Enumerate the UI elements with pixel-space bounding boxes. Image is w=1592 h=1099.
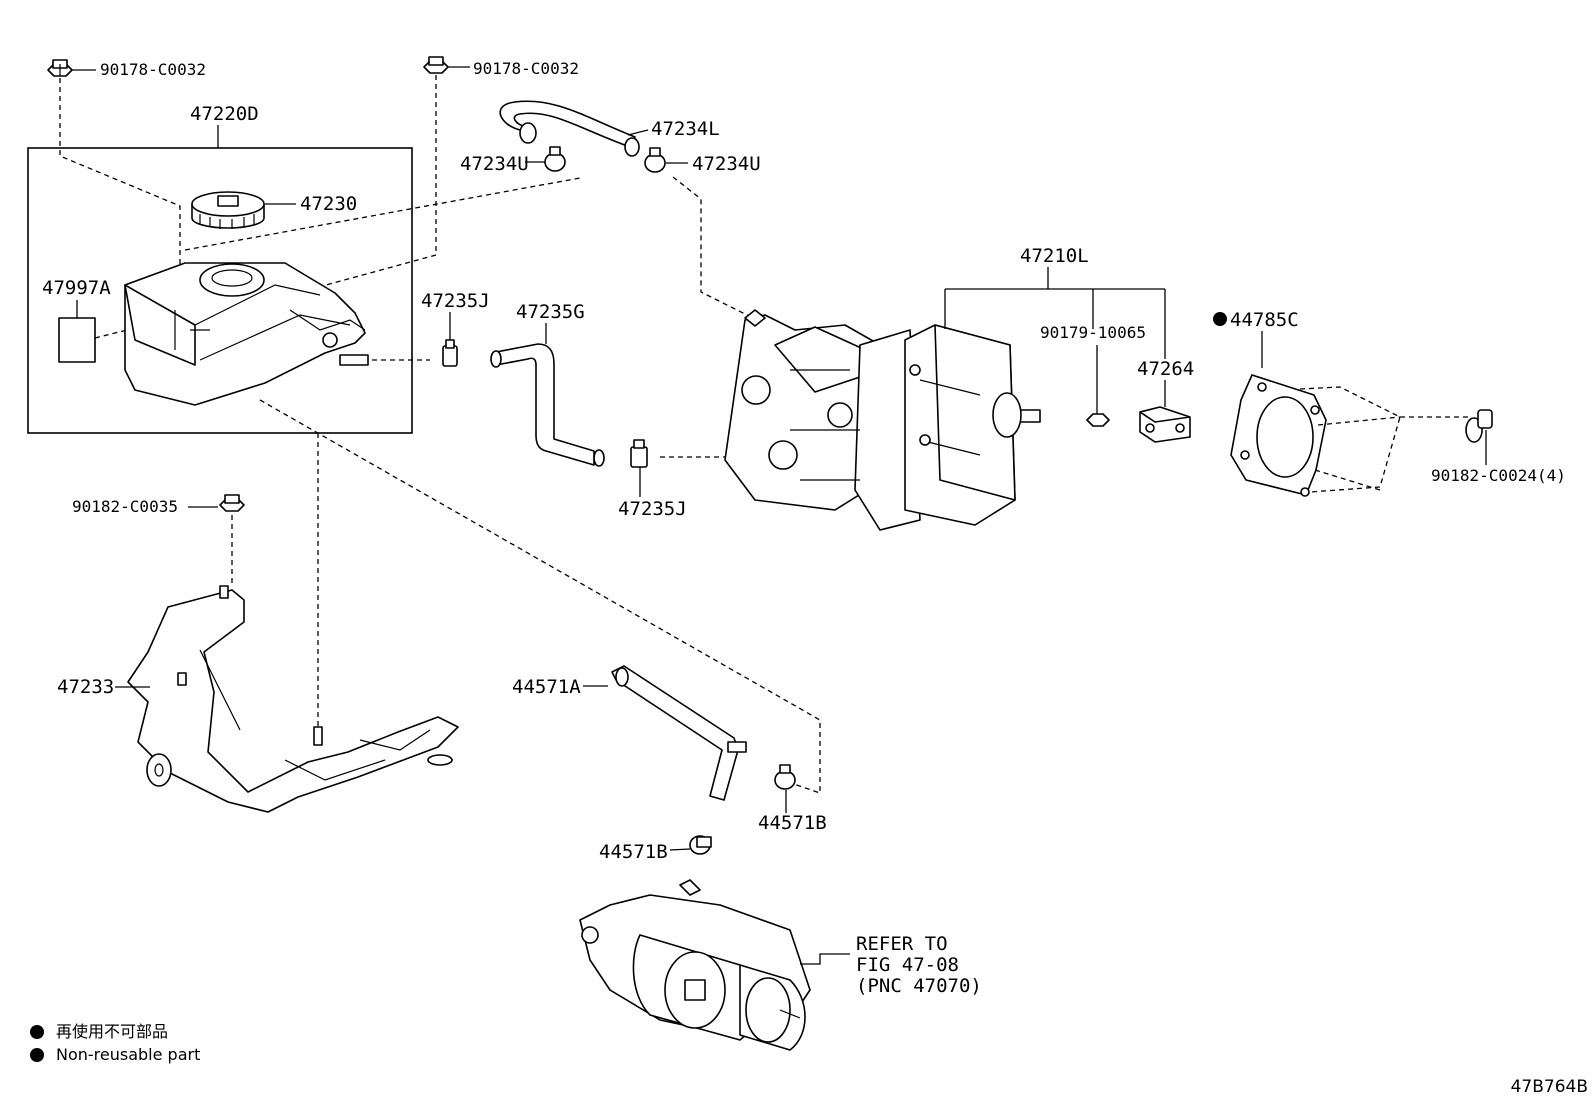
label-hose-a: 44571A (512, 676, 581, 698)
clamp-b-right-icon (774, 764, 796, 790)
pump-motor-icon (579, 879, 811, 1051)
legend-dot-1 (30, 1025, 44, 1039)
nut-left-icon (47, 59, 73, 77)
hose-a-icon (611, 665, 747, 801)
clamp-upper-left-icon (544, 146, 566, 172)
label-booster-nut: 90179-10065 (1040, 323, 1146, 342)
reservoir-cap-icon (191, 191, 265, 229)
clamp-j-upper-icon (442, 339, 458, 367)
label-bracket-264: 47264 (1137, 358, 1194, 380)
label-reservoir-assy: 47220D (190, 103, 259, 125)
gasket-icon (1230, 374, 1327, 497)
clamp-j-lower-icon (630, 439, 648, 468)
legend-english: Non-reusable part (56, 1045, 200, 1064)
label-clamp-upper-right: 47234U (692, 153, 761, 175)
label-hose-upper: 47234L (651, 118, 720, 140)
figure-code: 47B764B (1511, 1077, 1588, 1097)
label-gasket: 44785C (1230, 309, 1299, 331)
mounting-bracket-icon (127, 585, 459, 813)
label-cap: 47230 (300, 193, 357, 215)
upper-hose-icon (499, 100, 640, 157)
label-refer-line1: REFER TO (856, 933, 948, 955)
booster-nut-mount-icon (1465, 409, 1493, 443)
bracket-264-icon (1139, 406, 1191, 443)
label-refer-line3: (PNC 47070) (856, 975, 982, 997)
label-booster-assy: 47210L (1020, 245, 1089, 267)
legend-dot-2 (30, 1048, 44, 1062)
label-hose-g: 47235G (516, 301, 585, 323)
reservoir-group-box (27, 147, 413, 434)
label-nut-left: 90178-C0032 (100, 60, 206, 79)
label-nut-right: 90178-C0032 (473, 59, 579, 78)
legend-japanese: 再使用不可部品 (56, 1022, 168, 1041)
label-refer-line2: FIG 47-08 (856, 954, 959, 976)
brake-booster-icon (724, 309, 1041, 531)
label-bracket: 47233 (57, 676, 114, 698)
label-bracket-nut: 90182-C0035 (72, 497, 178, 516)
label-clamp-b-left: 44571B (599, 841, 668, 863)
label-clamp-upper-left: 47234U (460, 153, 529, 175)
label-clamp-j-upper: 47235J (421, 290, 490, 312)
reservoir-tank-icon (124, 262, 369, 406)
label-label-plate: 47997A (42, 277, 111, 299)
hose-g-icon (490, 343, 605, 467)
label-clamp-j-lower: 47235J (618, 498, 687, 520)
bracket-nut-icon (219, 494, 245, 512)
label-booster-nut-mount: 90182-C0024(4) (1431, 466, 1566, 485)
label-plate-icon (58, 317, 96, 363)
clamp-upper-right-icon (644, 147, 666, 173)
nut-right-icon (423, 56, 449, 74)
clamp-b-left-icon (689, 835, 712, 855)
label-clamp-b-right: 44571B (758, 812, 827, 834)
non-reusable-dot-gasket (1213, 312, 1227, 326)
booster-nut-icon (1086, 413, 1110, 427)
